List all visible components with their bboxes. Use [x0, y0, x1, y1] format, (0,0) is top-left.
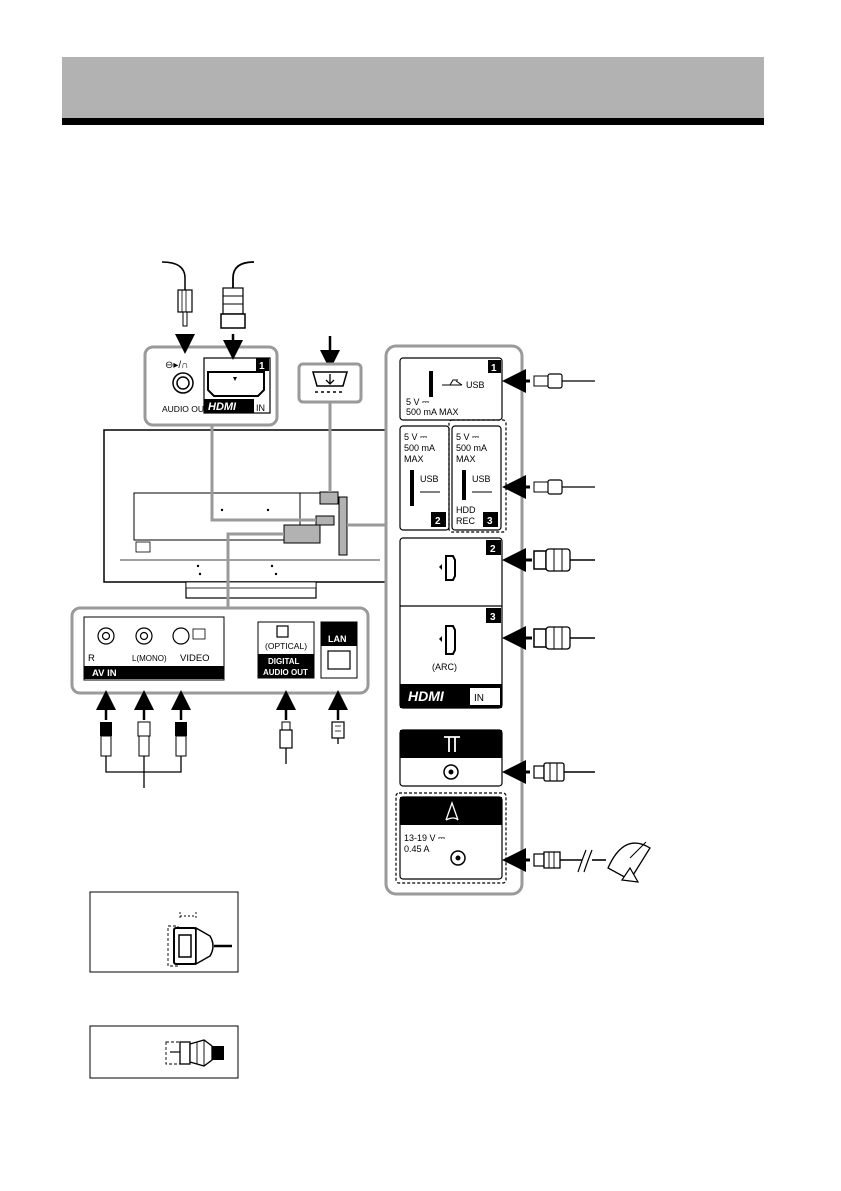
av-in-label: AV IN [92, 668, 117, 679]
panel-audio-hdmi1: ⊖▸/∩ AUDIO OUT 1 HDMI IN [145, 347, 277, 425]
panel-bottom: R L(MONO) VIDEO AV IN (OPTICAL) DIGITAL … [72, 608, 368, 693]
optical-port-icon[interactable] [277, 626, 288, 637]
usb3-rating-1: 5 V ⎓ [456, 432, 479, 442]
headphone-plug [162, 262, 192, 344]
hdmi-port-2-icon[interactable] [446, 556, 455, 580]
video-label: VIDEO [180, 653, 210, 664]
usb2-rating-2: 500 mA [404, 443, 435, 453]
usb3-label: USB [472, 474, 491, 484]
hdmi-port-1-icon[interactable] [208, 372, 264, 396]
usb-port-2-icon[interactable] [410, 470, 414, 506]
usb2-label: USB [420, 474, 439, 484]
video-input-icon [193, 629, 205, 639]
optical-cable [280, 700, 292, 764]
usb3-hdd: HDD [456, 505, 476, 515]
hdmi3-number: 3 [490, 612, 496, 623]
hdmi2-number: 2 [490, 544, 496, 555]
r-label: R [88, 653, 95, 664]
tv-rear [104, 430, 396, 598]
lan-port-icon[interactable] [328, 651, 350, 669]
ac-inlet [299, 336, 361, 402]
hdmi3-arc: (ARC) [432, 662, 457, 672]
rca-cables [100, 700, 187, 788]
hdmi-in-left: IN [256, 403, 265, 413]
detail-hdmi-plug [90, 892, 238, 972]
usb3-rec: REC [456, 516, 476, 526]
side-panel: 1 USB 5 V ⎓ 500 mA MAX 5 V ⎓ 500 mA MAX … [386, 346, 522, 894]
headphone-symbol: ⊖▸/∩ [165, 360, 188, 371]
usb2-rating-1: 5 V ⎓ [404, 432, 427, 442]
audio-out-label: AUDIO OUT [162, 404, 209, 414]
usb-port-3-icon[interactable] [462, 470, 466, 500]
usb2-number: 2 [435, 516, 441, 527]
usb1-label: USB [466, 380, 485, 390]
hdmi-logo-right: HDMI [408, 688, 445, 704]
optical-label: (OPTICAL) [265, 641, 307, 651]
usb1-rating-1: 5 V ⎓ [406, 397, 429, 407]
sat-rating-2: 0.45 A [404, 844, 430, 854]
digital-label: DIGITAL [268, 657, 300, 666]
hdmi-in-right: IN [474, 693, 484, 704]
sat-rating-1: 13-19 V ⎓ [404, 833, 445, 843]
usb3-number: 3 [487, 516, 493, 527]
detail-f-plug [90, 1026, 238, 1078]
usb-port-1-icon[interactable] [429, 371, 433, 397]
hdmi-port-3-icon[interactable] [446, 626, 455, 654]
usb3-rating-3: MAX [456, 454, 476, 464]
hdmi1-number: 1 [259, 361, 265, 372]
lan-cable [332, 700, 344, 744]
right-cables [514, 374, 650, 882]
audio-out-label-2: AUDIO OUT [263, 668, 308, 677]
usb2-rating-3: MAX [404, 454, 424, 464]
l-mono-label: L(MONO) [132, 654, 167, 663]
hdmi-plug-top [221, 262, 254, 350]
av-in-video-jack-icon[interactable] [173, 628, 189, 644]
usb1-rating-2: 500 mA MAX [406, 407, 459, 417]
usb3-rating-2: 500 mA [456, 443, 487, 453]
usb1-number: 1 [491, 363, 497, 374]
lan-label: LAN [328, 634, 347, 644]
hdmi-logo-left: HDMI [208, 401, 237, 413]
